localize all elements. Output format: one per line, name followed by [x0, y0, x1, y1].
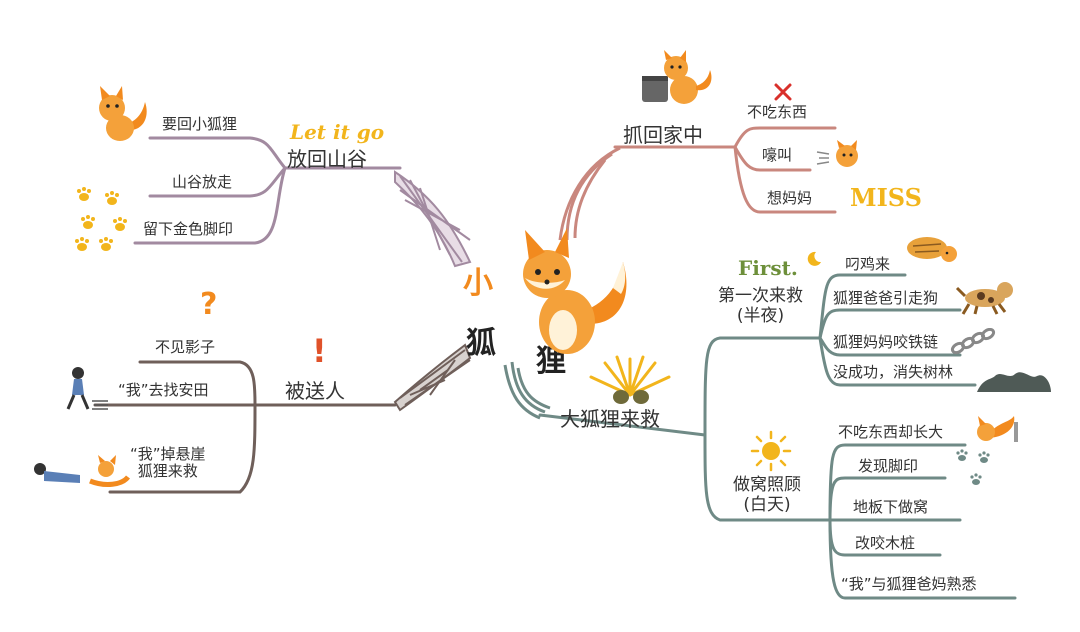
dahuli-first-label: 第一次来救 (半夜)	[718, 286, 803, 326]
zhuahui-item-2: 嚎叫	[762, 146, 793, 164]
first-deco: First.	[738, 256, 798, 280]
center-char-1: 小	[463, 266, 493, 301]
exclamation-mark-icon: !	[312, 332, 327, 370]
center-char-2: 狐	[466, 326, 496, 361]
branch-fangui-label: 放回山谷	[287, 147, 367, 171]
branch-fangui-trunk	[394, 170, 472, 268]
let-it-go-deco: Let it go	[290, 120, 385, 144]
dahuli-second-label: 做窝照顾 (白天)	[733, 475, 801, 515]
branch-beisong-label: 被送人	[285, 379, 345, 403]
bread-icon	[907, 237, 957, 262]
beisong-item-3-line-1: “我”掉悬崖	[130, 445, 206, 463]
branch-beisong-lines	[93, 360, 397, 494]
branch-zhuahui-label: 抓回家中	[623, 123, 703, 147]
person-icon	[34, 455, 130, 487]
paw-print-icon	[956, 449, 990, 485]
second-item-3: 地板下做窝	[853, 498, 929, 516]
second-item-4: 改咬木桩	[855, 534, 916, 552]
fangui-item-2: 山谷放走	[172, 173, 233, 191]
fangui-item-1: 要回小狐狸	[162, 115, 238, 133]
branch-dahuli-label: 大狐狸来救	[560, 407, 660, 431]
dahuli-second-label-text: 做窝照顾	[733, 475, 801, 495]
sun-icon	[750, 430, 792, 472]
second-item-1: 不吃东西却长大	[838, 423, 944, 441]
beisong-item-2: “我”去找安田	[118, 381, 209, 399]
dahuli-second-sublabel: (白天)	[743, 494, 791, 515]
branch-zhuahui-lines	[613, 126, 837, 214]
person-icon	[66, 367, 108, 410]
beisong-item-3: “我”掉悬崖 狐狸来救	[130, 445, 206, 481]
moon-icon	[807, 251, 821, 266]
branch-dahuli-lines	[538, 273, 1017, 600]
forest-icon	[977, 372, 1051, 392]
second-item-5: “我”与狐狸爸妈熟悉	[841, 575, 977, 593]
fox-icon	[816, 140, 858, 167]
miss-deco: MISS	[850, 183, 922, 212]
dahuli-first-sublabel: (半夜)	[736, 305, 785, 326]
branch-fangui-lines	[133, 136, 402, 245]
zhuahui-item-1: 不吃东西	[747, 103, 808, 121]
first-item-4: 没成功，消失树林	[833, 363, 954, 381]
second-item-2: 发现脚印	[858, 457, 919, 475]
fox-icon	[977, 416, 1018, 442]
beisong-item-3-line-2: 狐狸来救	[137, 462, 198, 481]
zhuahui-item-3: 想妈妈	[767, 189, 813, 207]
fox-icon	[589, 355, 671, 404]
first-item-3: 狐狸妈妈咬铁链	[833, 333, 939, 351]
fox-icon	[99, 86, 147, 141]
paw-print-icon	[75, 187, 127, 251]
first-item-1: 叼鸡来	[845, 255, 891, 273]
branch-beisong-trunk	[393, 343, 472, 412]
beisong-item-1: 不见影子	[155, 338, 216, 356]
cross-mark-icon	[774, 83, 792, 101]
first-item-2: 狐狸爸爸引走狗	[833, 289, 939, 307]
dahuli-first-label-text: 第一次来救	[718, 286, 803, 306]
fox-icon	[642, 50, 712, 104]
question-mark-icon: ?	[200, 287, 218, 322]
fox-icon	[523, 228, 627, 354]
branch-zhuahui-trunk	[558, 146, 621, 241]
branch-dahuli-trunk	[503, 361, 551, 420]
fangui-item-3: 留下金色脚印	[143, 220, 234, 238]
dog-icon	[955, 282, 1013, 315]
chain-icon	[950, 328, 996, 355]
